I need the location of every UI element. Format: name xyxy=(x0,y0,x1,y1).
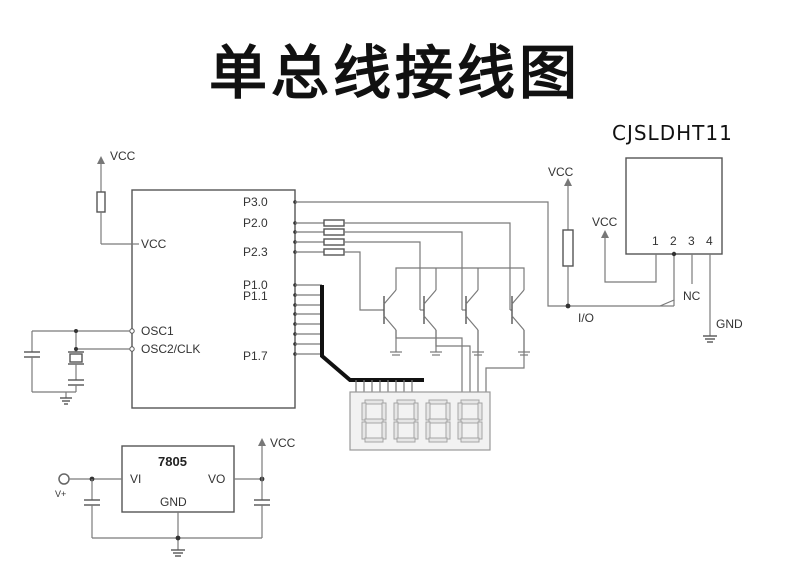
transistor-q2 xyxy=(423,272,442,356)
vcc-arrow-icon xyxy=(601,230,609,238)
port-label-p1-7: P1.7 xyxy=(243,349,268,363)
port-label-p2-0: P2.0 xyxy=(243,216,268,230)
pullup-vcc-label: VCC xyxy=(548,165,574,179)
sensor-vcc-label: VCC xyxy=(592,215,618,229)
port-label-p1-1: P1.1 xyxy=(243,289,268,303)
port-label-p3-0: P3.0 xyxy=(243,195,268,209)
resistor xyxy=(96,191,106,213)
sensor-name: CJSLDHT11 xyxy=(612,121,733,145)
regulator-gnd: GND xyxy=(160,495,187,509)
regulator-name: 7805 xyxy=(158,454,187,469)
regulator-vcc-label: VCC xyxy=(270,436,296,450)
sensor-pin-3: 3 xyxy=(688,234,695,248)
mcu-vcc-supply: VCC xyxy=(96,149,136,245)
vcc-arrow-icon xyxy=(258,438,266,446)
sensor-pin-4: 4 xyxy=(706,234,713,248)
digit-common-lines xyxy=(395,330,525,392)
wire-p3-0-io xyxy=(295,201,660,307)
sensor-pin-1: 1 xyxy=(652,234,659,248)
power-input-terminal xyxy=(58,473,70,485)
sensor-nc-label: NC xyxy=(683,289,701,303)
seven-segment-display xyxy=(349,391,491,451)
transistor-q1 xyxy=(383,272,402,356)
sensor-gnd-label: GND xyxy=(716,317,743,331)
mcu-pin-vcc: VCC xyxy=(141,237,167,251)
transistor-q4 xyxy=(511,272,530,356)
page-title: 单总线接线图 xyxy=(208,39,581,107)
digit-select-lines xyxy=(295,219,512,311)
mcu-pin-osc2: OSC2/CLK xyxy=(141,342,200,356)
regulator-vi: VI xyxy=(130,472,141,486)
vcc-arrow-icon xyxy=(564,178,572,186)
mcu-pin-osc1: OSC1 xyxy=(141,324,174,338)
mcu-chip xyxy=(131,189,296,409)
io-label: I/O xyxy=(578,311,594,325)
voltage-regulator: 7805 VI VO GND V+ VCC xyxy=(55,436,296,557)
transistor-rail xyxy=(395,267,525,272)
dht11-sensor: CJSLDHT11 1 2 3 4 VCC NC GND xyxy=(592,121,743,343)
transistor-q3 xyxy=(465,272,484,356)
regulator-vo: VO xyxy=(208,472,225,486)
port-label-p1-0: P1.0 xyxy=(243,278,268,292)
sensor-pin-2: 2 xyxy=(670,234,677,248)
vplus-label: V+ xyxy=(55,489,66,499)
io-pullup: VCC I/O xyxy=(548,165,594,325)
segment-bus xyxy=(295,284,424,392)
vcc-label: VCC xyxy=(110,149,136,163)
crystal-oscillator xyxy=(24,329,130,405)
port-label-p2-3: P2.3 xyxy=(243,245,268,259)
vcc-arrow-icon xyxy=(97,156,105,164)
